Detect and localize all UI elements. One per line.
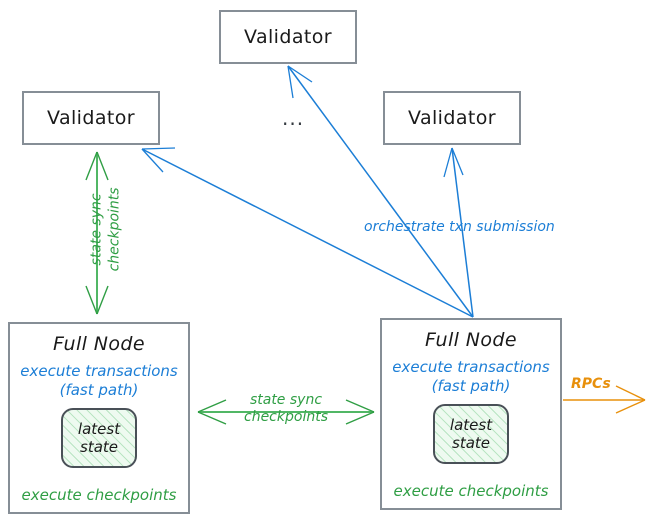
full-node-left-execute-transactions: execute transactions (fast path) — [20, 362, 178, 400]
full-node-left-title: Full Node — [53, 333, 145, 355]
full-node-right-execute-checkpoints: execute checkpoints — [393, 481, 549, 500]
state-sync-horizontal-label: state sync checkpoints — [228, 392, 344, 426]
full-node-left-state-line2: state — [80, 437, 118, 456]
full-node-left-execute-checkpoints: execute checkpoints — [21, 485, 177, 504]
full-node-right-exec-line2: (fast path) — [431, 376, 511, 395]
full-node-right-latest-state: latest state — [433, 403, 509, 464]
full-node-right-state-line1: latest — [449, 415, 493, 434]
full-node-right-title: Full Node — [425, 329, 517, 351]
rpcs-label: RPCs — [571, 376, 611, 392]
full-node-right-state-line2: state — [452, 433, 490, 452]
full-node-left-exec-line2: (fast path) — [59, 380, 139, 399]
validator-top-label: Validator — [244, 26, 332, 48]
full-node-right-execute-transactions: execute transactions (fast path) — [392, 358, 550, 396]
full-node-right-exec-line1: execute transactions — [392, 358, 550, 376]
state-sync-horizontal-line1: state sync — [249, 392, 323, 408]
state-sync-vertical-label: state sync checkpoints — [47, 187, 147, 271]
state-sync-vertical-line1: state sync — [88, 193, 105, 266]
full-node-left[interactable]: Full Node execute transactions (fast pat… — [8, 322, 190, 514]
validator-left-label: Validator — [47, 107, 135, 129]
validator-node-right[interactable]: Validator — [383, 91, 521, 145]
state-sync-vertical-line2: checkpoints — [106, 187, 123, 272]
validator-ellipsis: ... — [282, 106, 305, 130]
validator-node-left[interactable]: Validator — [22, 91, 160, 145]
full-node-left-latest-state: latest state — [61, 407, 137, 468]
full-node-right[interactable]: Full Node execute transactions (fast pat… — [380, 318, 562, 510]
full-node-left-exec-line1: execute transactions — [20, 362, 178, 380]
full-node-left-state-line1: latest — [77, 419, 121, 438]
state-sync-horizontal-line2: checkpoints — [244, 408, 328, 425]
orchestrate-txn-submission-label: orchestrate txn submission — [364, 219, 555, 235]
validator-node-top[interactable]: Validator — [219, 10, 357, 64]
validator-right-label: Validator — [408, 107, 496, 129]
